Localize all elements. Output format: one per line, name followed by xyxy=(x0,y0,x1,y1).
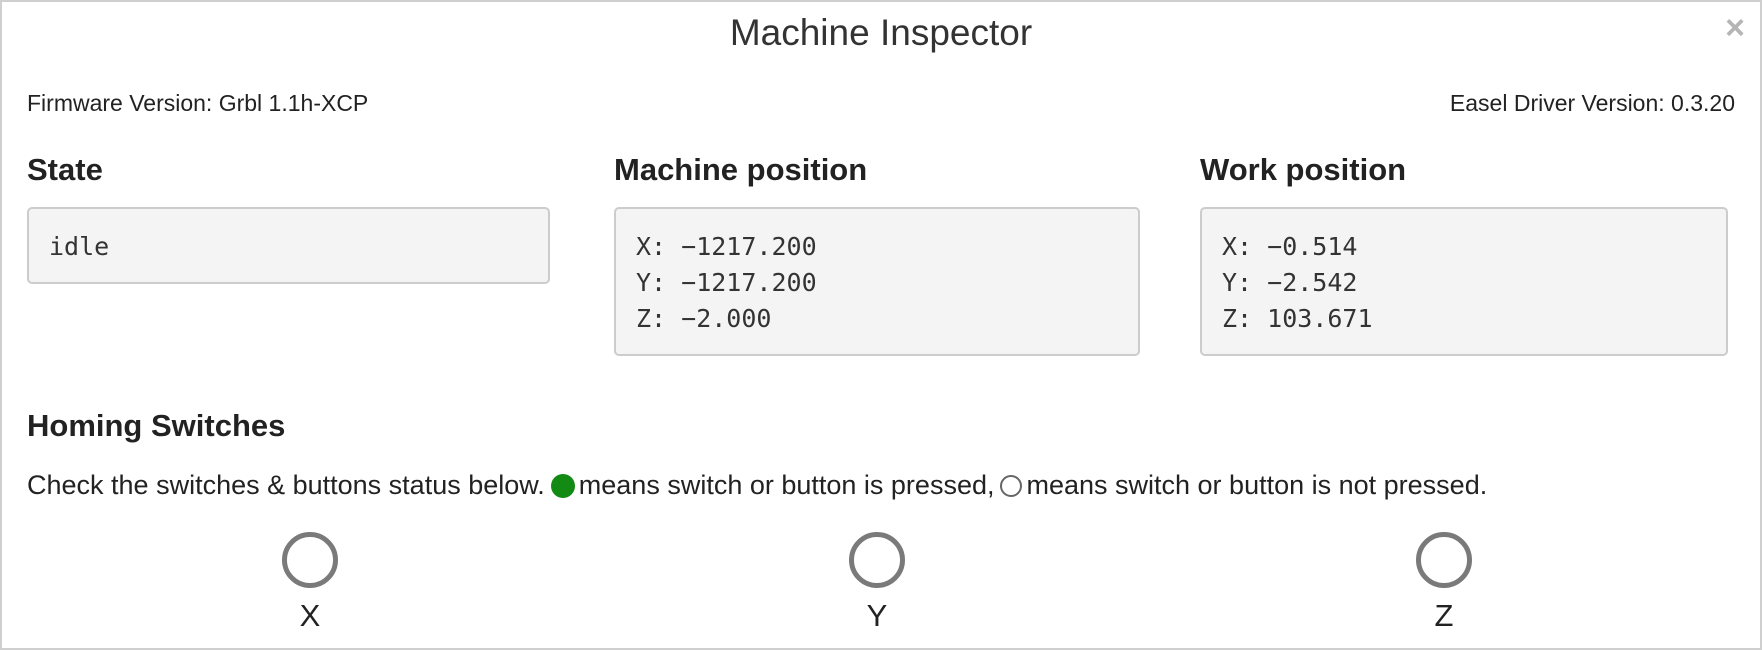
machine-position-readout: X: −1217.200 Y: −1217.200 Z: −2.000 xyxy=(614,207,1140,356)
switch-z: Z xyxy=(1404,532,1484,634)
switch-z-indicator-icon xyxy=(1416,532,1472,588)
not-pressed-dot-icon xyxy=(1000,474,1023,497)
pressed-dot-icon xyxy=(550,473,575,498)
work-position-readout: X: −0.514 Y: −2.542 Z: 103.671 xyxy=(1200,207,1728,356)
version-row: Firmware Version: Grbl 1.1h-XCP Easel Dr… xyxy=(27,90,1735,117)
homing-legend: Check the switches & buttons status belo… xyxy=(27,470,1487,501)
legend-prefix: Check the switches & buttons status belo… xyxy=(27,470,545,500)
firmware-version: Firmware Version: Grbl 1.1h-XCP xyxy=(27,90,369,116)
state-value: idle xyxy=(49,232,110,261)
switch-x: X xyxy=(270,532,350,634)
legend-pressed-text: means switch or button is pressed, xyxy=(578,470,995,500)
modal-title: Machine Inspector xyxy=(729,12,1033,53)
machine-position-z: Z: −2.000 xyxy=(636,304,772,333)
machine-position-x: X: −1217.200 xyxy=(636,232,817,261)
close-icon[interactable]: × xyxy=(1725,9,1745,47)
switch-x-label: X xyxy=(299,598,321,633)
machine-position-y: Y: −1217.200 xyxy=(636,268,817,297)
switch-y-indicator-icon xyxy=(849,532,905,588)
machine-position-heading: Machine position xyxy=(614,152,868,187)
switch-y-label: Y xyxy=(866,598,888,633)
state-heading: State xyxy=(27,152,103,187)
state-readout: idle xyxy=(27,207,550,284)
driver-version: Easel Driver Version: 0.3.20 xyxy=(1449,90,1735,116)
work-position-heading: Work position xyxy=(1200,152,1407,187)
homing-switches-heading: Homing Switches xyxy=(27,408,286,443)
switch-y: Y xyxy=(837,532,917,634)
work-position-y: Y: −2.542 xyxy=(1222,268,1358,297)
legend-not-pressed-text: means switch or button is not pressed. xyxy=(1026,470,1488,500)
switch-x-indicator-icon xyxy=(282,532,338,588)
work-position-z: Z: 103.671 xyxy=(1222,304,1373,333)
work-position-x: X: −0.514 xyxy=(1222,232,1358,261)
switch-z-label: Z xyxy=(1434,598,1454,633)
